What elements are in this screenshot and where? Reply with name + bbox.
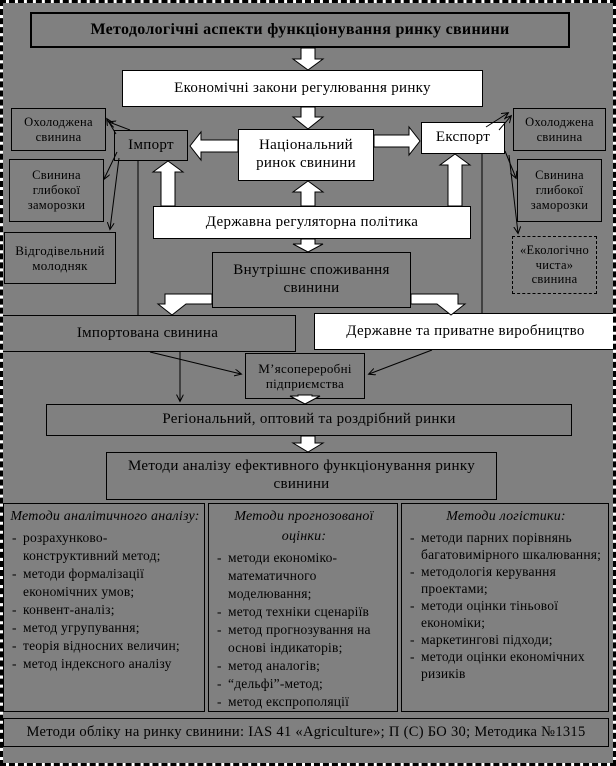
list-item: теорія відносних величин; xyxy=(10,637,200,655)
arrow-policy-to-consumption xyxy=(292,238,324,253)
line-import-to-youngstock xyxy=(110,157,120,229)
chilled-pork-left-label: Охолоджена свинина xyxy=(24,114,93,144)
list-item: методи парних порівнянь багатовимірного … xyxy=(408,529,604,563)
list-item: методи формалізації економічних умов; xyxy=(10,565,200,601)
economic-laws-label: Економічні закони регулювання ринку xyxy=(174,79,431,96)
box-regional-markets: Регіональний, оптовий та роздрібний ринк… xyxy=(46,404,572,436)
list-item: методи економіко-математичного моделюван… xyxy=(215,549,393,603)
list-item: розрахунково-конструктивний метод; xyxy=(10,529,200,565)
state-policy-label: Державна регуляторна політика xyxy=(205,213,419,230)
import-label: Імпорт xyxy=(128,136,174,153)
state-private-production-label: Державне та приватне виробництво xyxy=(346,322,585,339)
arrow-regional-to-methods xyxy=(291,435,325,453)
export-label: Експорт xyxy=(435,129,491,146)
national-market-label: Національний ринок свинини xyxy=(256,137,356,171)
regional-markets-label: Регіональний, оптовий та роздрібний ринк… xyxy=(162,411,456,428)
list-item: методологія керування проектами; xyxy=(408,563,604,597)
arrow-market-to-export xyxy=(373,125,421,157)
line-export-to-frozen xyxy=(504,150,516,178)
arrow-consumption-to-production xyxy=(410,293,467,316)
methods-header-label: Методи аналізу ефективного функціонуванн… xyxy=(127,458,475,492)
box-chilled-pork-left: Охолоджена свинина xyxy=(11,108,106,151)
arrow-market-to-import xyxy=(189,130,239,162)
imported-pork-label: Імпортована свинина xyxy=(76,324,219,341)
footer-accounting-methods: Методи обліку на ринку свинини: IAS 41 «… xyxy=(3,718,609,747)
list-item: метод аналогів; xyxy=(215,657,393,675)
box-state-policy: Державна регуляторна політика xyxy=(153,206,471,239)
diagram-title-text: Методологічні аспекти функціонування рин… xyxy=(90,20,510,38)
domestic-consumption-label: Внутрішнє споживання свинини xyxy=(233,262,390,296)
list-item: метод прогнозування на основі індикаторі… xyxy=(215,621,393,657)
logistics-methods-heading: Методи логістики: xyxy=(446,509,566,524)
eco-clean-pork-label: «Екологічно чиста» свинина xyxy=(519,242,590,287)
list-item: методи оцінки тіньової економіки; xyxy=(408,597,604,631)
list-item: методи оцінки економічних ризиків xyxy=(408,648,604,682)
box-domestic-consumption: Внутрішнє споживання свинини xyxy=(212,252,411,308)
list-item: метод угрупування; xyxy=(10,619,200,637)
box-economic-laws: Економічні закони регулювання ринку xyxy=(122,70,483,107)
box-young-stock: Відгодівельний молодняк xyxy=(4,232,116,284)
box-chilled-pork-right: Охолоджена свинина xyxy=(513,108,606,151)
arrow-econlaws-to-market xyxy=(291,106,325,130)
box-methods-header: Методи аналізу ефективного функціонуванн… xyxy=(106,452,497,500)
box-state-private-production: Державне та приватне виробництво xyxy=(314,313,613,350)
box-meat-processing: М’ясопереробні підприємства xyxy=(245,353,365,399)
box-frozen-pork-left: Свинина глибокої заморозки xyxy=(9,159,104,222)
box-eco-clean-pork: «Екологічно чиста» свинина xyxy=(512,236,597,294)
list-item: “дельфі”-метод; xyxy=(215,675,393,693)
box-national-market: Національний ринок свинини xyxy=(238,129,374,181)
column-analytical-methods: Методи аналітичного аналізу: розрахунков… xyxy=(3,503,205,712)
diagram-title: Методологічні аспекти функціонування рин… xyxy=(30,12,570,48)
line-imported-to-processing xyxy=(149,351,241,374)
list-item: метод експрополяції xyxy=(215,693,393,711)
chilled-pork-right-label: Охолоджена свинина xyxy=(525,114,594,144)
box-import: Імпорт xyxy=(114,130,188,161)
meat-processing-label: М’ясопереробні підприємства xyxy=(258,360,352,391)
young-stock-label: Відгодівельний молодняк xyxy=(15,242,105,273)
box-frozen-pork-right: Свинина глибокої заморозки xyxy=(517,159,602,222)
arrow-policy-to-export xyxy=(438,153,472,207)
column-forecast-methods: Методи прогнозованої оцінки: методи екон… xyxy=(208,503,398,712)
list-item: метод індексного аналізу xyxy=(10,655,200,673)
analytical-methods-heading: Методи аналітичного аналізу: xyxy=(10,509,200,524)
arrow-policy-to-market xyxy=(291,180,325,207)
arrow-consumption-to-imported xyxy=(156,293,213,316)
box-export: Експорт xyxy=(421,122,505,154)
line-production-to-processing xyxy=(369,349,433,374)
arrow-title-to-econlaws xyxy=(291,47,325,71)
forecast-methods-heading: Методи прогнозованої оцінки: xyxy=(234,509,374,544)
frozen-pork-right-label: Свинина глибокої заморозки xyxy=(530,168,589,212)
list-item: метод техніки сценаріїв xyxy=(215,603,393,621)
footer-text: Методи обліку на ринку свинини: IAS 41 «… xyxy=(26,723,586,740)
frozen-pork-left-label: Свинина глибокої заморозки xyxy=(27,168,86,212)
arrow-policy-to-import xyxy=(151,160,185,207)
list-item: конвент-аналіз; xyxy=(10,601,200,619)
box-imported-pork: Імпортована свинина xyxy=(3,315,296,352)
line-import-to-chilled-b xyxy=(109,122,131,131)
column-logistics-methods: Методи логістики: методи парних порівнян… xyxy=(401,503,609,712)
list-item: маркетингові підходи; xyxy=(408,631,604,648)
